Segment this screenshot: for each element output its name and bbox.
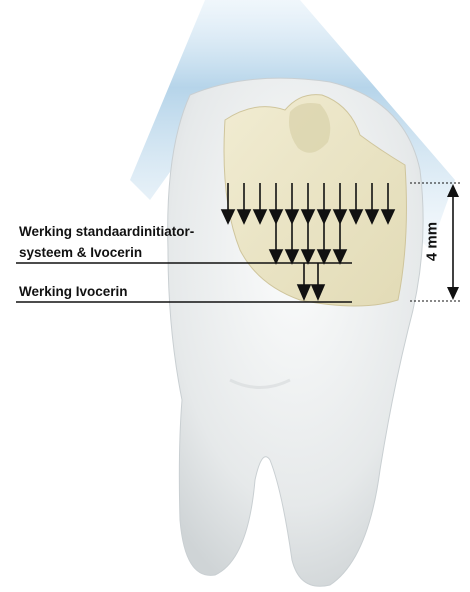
- label-standard-initiator-line2: systeem & Ivocerin: [19, 245, 142, 261]
- label-standard-initiator-line1: Werking standaardinitiator-: [19, 224, 194, 240]
- label-ivocerin: Werking Ivocerin: [19, 284, 128, 300]
- depth-label: 4 mm: [424, 220, 441, 264]
- dim-arrow-down: [447, 287, 459, 300]
